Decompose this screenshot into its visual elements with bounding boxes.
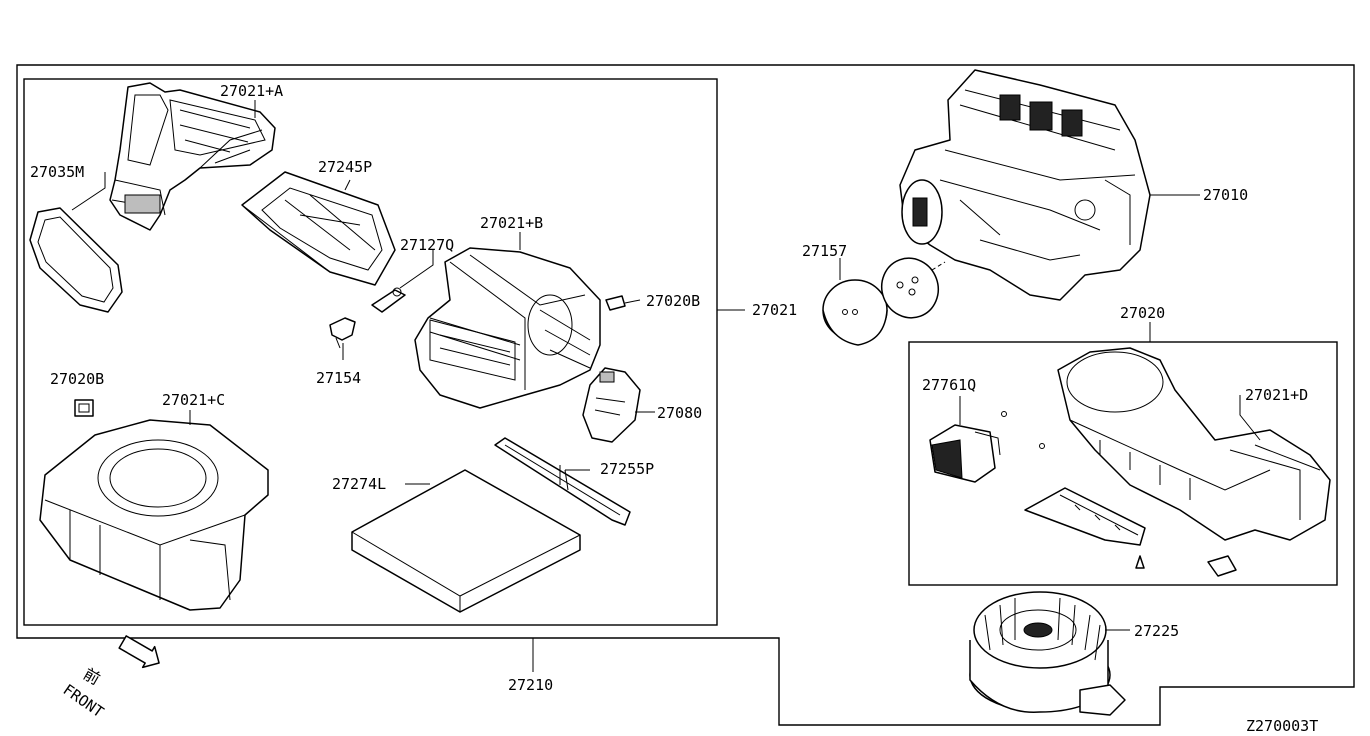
label-27021B: 27021+B (480, 214, 543, 232)
label-27021C: 27021+C (162, 391, 225, 409)
part-27225-blower-motor[interactable] (969, 591, 1126, 716)
part-27761Q-resistor[interactable] (929, 411, 1045, 483)
part-27157-disc[interactable] (822, 279, 888, 346)
part-27035M-seal-frame[interactable] (29, 207, 123, 313)
part-27154-clip[interactable] (329, 317, 356, 349)
label-27021A: 27021+A (220, 82, 283, 100)
part-27010-hvac-unit[interactable] (899, 69, 1151, 301)
front-label: FRONT (60, 681, 107, 722)
part-27020B-left-clip[interactable] (74, 399, 94, 417)
part-27080-actuator[interactable] (582, 367, 641, 443)
inner-unit-frame (23, 78, 718, 626)
label-27020B-left: 27020B (50, 370, 104, 388)
label-27274L: 27274L (332, 475, 386, 493)
label-27157: 27157 (802, 242, 847, 260)
part-27245P-filter-frame[interactable] (241, 171, 396, 286)
blower-bracket (1024, 487, 1237, 577)
part-27127Q-fastener[interactable] (371, 287, 406, 313)
label-27154: 27154 (316, 369, 361, 387)
part-27021A-duct-housing[interactable] (109, 82, 276, 231)
label-27255P: 27255P (600, 460, 654, 478)
part-27255P-filter-strip[interactable] (494, 437, 631, 526)
label-27761Q: 27761Q (922, 376, 976, 394)
label-27225: 27225 (1134, 622, 1179, 640)
label-27035M: 27035M (30, 163, 84, 181)
front-kanji: 前 (80, 664, 103, 688)
part-27274L-cabin-filter[interactable] (351, 469, 581, 613)
label-27021D: 27021+D (1245, 386, 1308, 404)
label-27210: 27210 (508, 676, 553, 694)
part-27020B-top-clip[interactable] (605, 295, 626, 311)
label-27127Q: 27127Q (400, 236, 454, 254)
part-27021B-heater-housing[interactable] (414, 247, 601, 409)
blower-unit-frame (908, 341, 1338, 586)
front-indicator: 前 FRONT (60, 635, 160, 722)
outer-assembly-frame (16, 64, 1355, 726)
part-27021C-blower-housing[interactable] (39, 419, 269, 611)
label-27080: 27080 (657, 404, 702, 422)
label-27020B-top: 27020B (646, 292, 700, 310)
leader-lines (71, 100, 1261, 672)
label-27021: 27021 (752, 301, 797, 319)
part-27157-plate[interactable] (873, 250, 946, 326)
label-27020: 27020 (1120, 304, 1165, 322)
front-arrow-icon (118, 635, 160, 669)
label-27010: 27010 (1203, 186, 1248, 204)
diagram-code: Z270003T (1246, 717, 1318, 735)
label-27245P: 27245P (318, 158, 372, 176)
part-27021D-blower-case[interactable] (1057, 347, 1331, 541)
